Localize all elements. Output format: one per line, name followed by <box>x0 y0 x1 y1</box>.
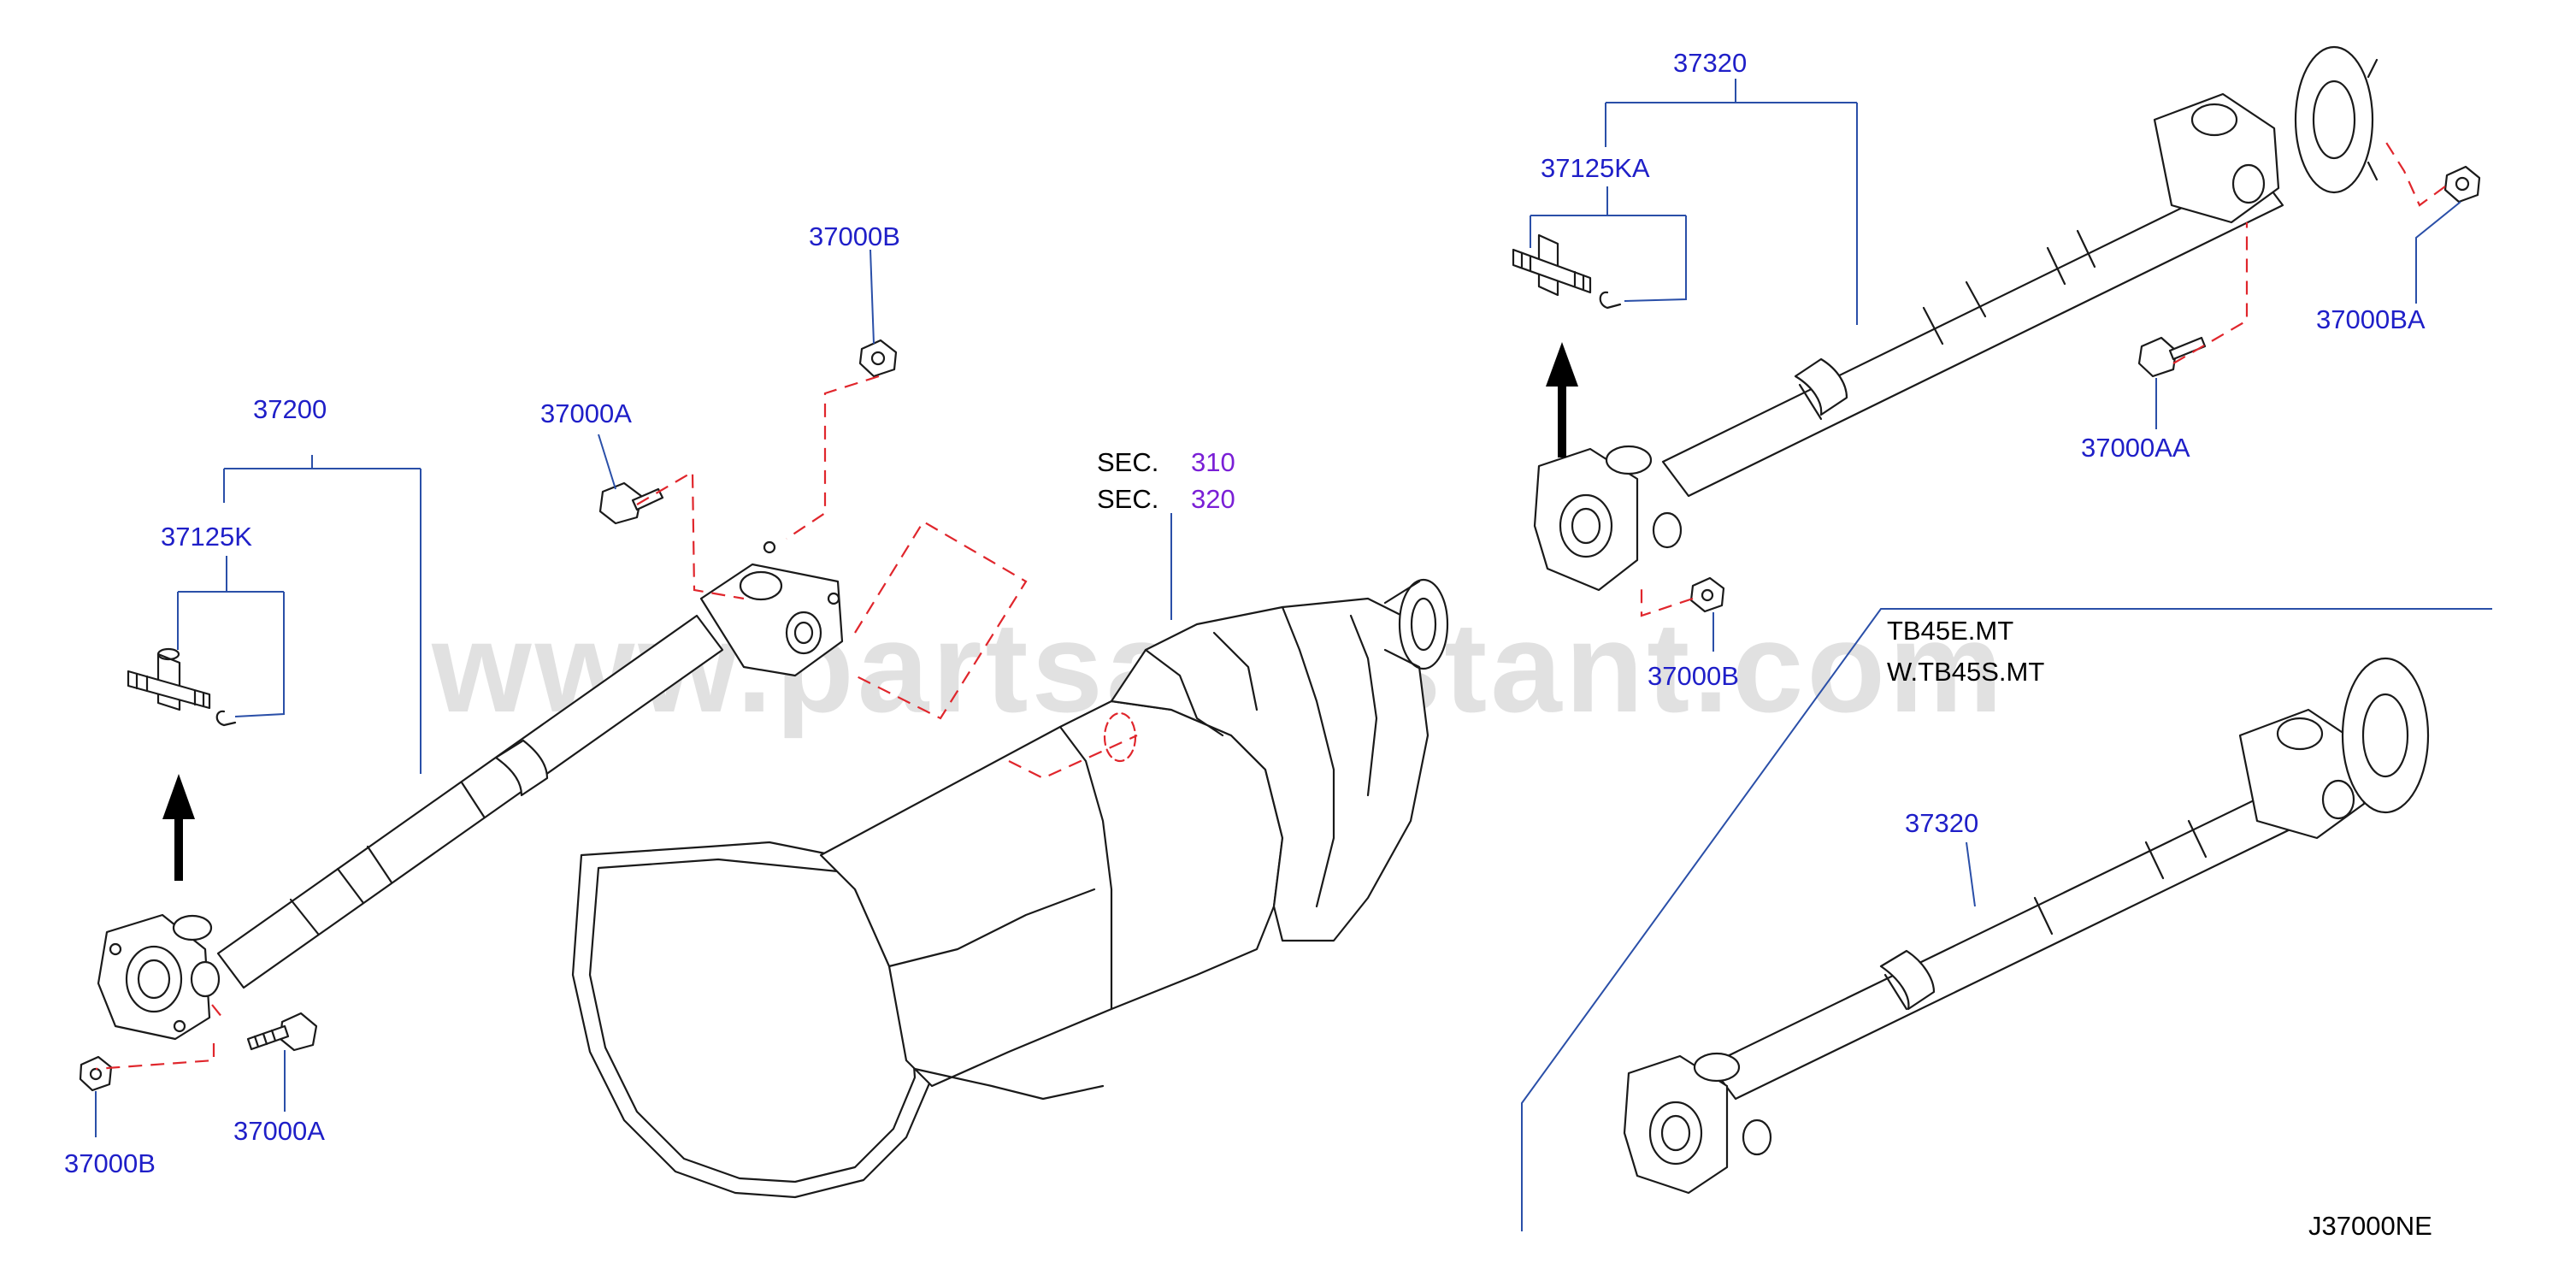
label-rear-shaft-variant: 37320 <box>1905 808 1978 838</box>
dashed-connection-lines <box>95 140 2446 1071</box>
label-front-bolt-bottom: 37000A <box>233 1116 325 1146</box>
variant-boundary-line <box>1521 608 2492 1231</box>
label-sec-310: 310 <box>1191 447 1235 477</box>
front-assembly-arrow <box>162 774 195 881</box>
label-rear-nut-right: 37000BA <box>2316 304 2426 334</box>
front-propeller-shaft <box>97 540 844 1041</box>
variant-rear-yoke <box>2238 657 2430 840</box>
front-shaft-rear-yoke <box>699 540 844 677</box>
label-front-joint-kit: 37125K <box>161 522 252 552</box>
front-nut-top-icon <box>858 339 898 378</box>
label-sec-prefix-1: SEC. <box>1097 447 1158 477</box>
drawing-code: J37000NE <box>2308 1211 2432 1241</box>
front-flange-yoke <box>97 913 221 1041</box>
rear-shaft-rear-yoke <box>2153 45 2379 224</box>
label-front-nut-top: 37000B <box>809 221 900 251</box>
rear-shaft-front-yoke <box>1533 445 1683 592</box>
variant-note-line2: W.TB45S.MT <box>1887 657 2044 687</box>
rear-nut-right-icon <box>2443 165 2481 204</box>
label-sec-prefix-2: SEC. <box>1097 484 1158 514</box>
label-front-bolt-top: 37000A <box>540 398 632 428</box>
label-front-shaft: 37200 <box>253 394 327 424</box>
rear-nut-lower-icon <box>1689 576 1725 613</box>
rear-cross-joint-icon <box>1512 233 1622 310</box>
label-rear-bolt-right: 37000AA <box>2081 433 2190 463</box>
part-labels: 37200 37125K 37000A 37000B 37000A 37000B… <box>64 48 2432 1241</box>
label-rear-joint-kit: 37125KA <box>1541 153 1650 183</box>
variant-front-yoke <box>1623 1052 1772 1195</box>
label-sec-320: 320 <box>1191 484 1235 514</box>
front-bolt-bottom-icon <box>246 1012 318 1052</box>
rear-propeller-shaft-upper <box>1533 45 2379 592</box>
label-rear-shaft-upper: 37320 <box>1673 48 1747 78</box>
rear-propeller-shaft-variant <box>1623 657 2430 1195</box>
rear-assembly-arrow <box>1546 342 1578 457</box>
label-front-nut-bottom: 37000B <box>64 1148 156 1178</box>
variant-note-line1: TB45E.MT <box>1887 616 2013 646</box>
rear-bolt-right-icon <box>2137 336 2207 378</box>
transmission-housing <box>571 578 1449 1199</box>
front-nut-bottom-icon <box>79 1055 113 1092</box>
front-cross-joint-icon <box>127 647 237 727</box>
front-bolt-top-icon <box>598 481 664 525</box>
label-rear-nut-lower: 37000B <box>1648 661 1739 691</box>
leader-lines <box>95 79 2461 1137</box>
